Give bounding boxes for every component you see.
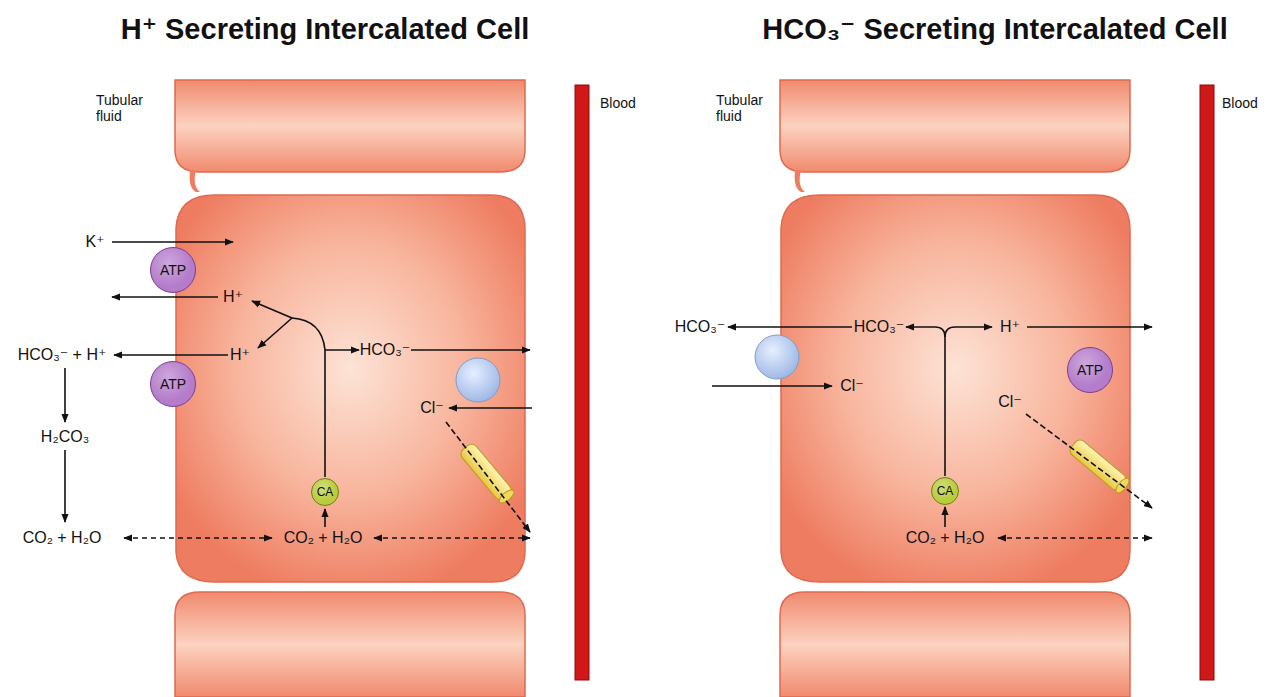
flux-arrows — [712, 327, 1152, 538]
diffusion-arrow — [124, 537, 272, 539]
reaction-arrow — [324, 509, 326, 527]
ion-label: H⁺ — [230, 346, 250, 364]
flux-arrow — [411, 349, 530, 351]
flux-arrows — [65, 242, 532, 538]
flux-arrow — [112, 296, 218, 298]
ion-label: H₂CO₃ — [41, 428, 89, 446]
neighbor-cell — [780, 80, 1130, 172]
blood-vessel — [1200, 85, 1214, 680]
exchanger-symbol — [456, 358, 500, 402]
flux-arrow — [712, 385, 832, 387]
ion-label: CO₂ + H₂O — [23, 529, 102, 547]
neighbor-cell — [175, 592, 525, 697]
carbonic-anhydrase: CA — [931, 477, 959, 505]
node-text: CA — [317, 485, 334, 499]
ion-label: CO₂ + H₂O — [284, 529, 363, 547]
region-label: Blood — [600, 95, 636, 111]
reaction-line — [944, 337, 946, 476]
ion-label: HCO₃⁻ — [675, 318, 726, 336]
cell-group — [780, 80, 1214, 697]
flux-arrow — [449, 407, 532, 409]
reaction-arrow — [944, 507, 946, 527]
node-text: ATP — [1077, 362, 1103, 378]
reaction-arrow — [252, 301, 292, 318]
carbonic-anhydrase: CA — [311, 478, 339, 506]
intercalated-cell — [781, 195, 1130, 582]
flux-arrow — [728, 326, 852, 328]
tight-junction — [795, 170, 805, 192]
panel-title: H⁺ Secreting Intercalated Cell — [121, 13, 530, 46]
flux-arrow — [114, 354, 228, 356]
flux-arrow — [64, 368, 66, 422]
neighbor-cell — [780, 592, 1130, 697]
reaction-arrow — [906, 327, 945, 337]
exchanger-symbol — [755, 335, 799, 379]
reaction-arrow — [945, 327, 992, 337]
ion-label: CO₂ + H₂O — [906, 529, 985, 547]
ion-label: Cl⁻ — [998, 393, 1022, 411]
flux-arrow — [1027, 326, 1152, 328]
ion-label: HCO₃⁻ — [360, 341, 411, 359]
intercalated-cell — [176, 195, 525, 582]
ion-label: HCO₃⁻ + H⁺ — [18, 346, 107, 364]
flux-arrow — [64, 450, 66, 522]
reaction-arrow — [258, 318, 292, 348]
tight-junction — [190, 170, 200, 192]
reaction-line — [292, 318, 325, 350]
ion-label: H⁺ — [223, 288, 243, 306]
neighbor-cell — [175, 80, 525, 172]
ion-label: Cl⁻ — [420, 399, 444, 417]
ion-label: Cl⁻ — [840, 377, 864, 395]
atp-pump: ATP — [150, 361, 196, 407]
region-label: Blood — [1222, 95, 1258, 111]
ion-label: HCO₃⁻ — [854, 318, 905, 336]
panel-title: HCO₃⁻ Secreting Intercalated Cell — [762, 13, 1227, 46]
node-text: ATP — [160, 376, 186, 392]
reaction-line — [324, 350, 326, 477]
flux-arrow — [1026, 414, 1152, 508]
chloride-channel — [459, 442, 516, 506]
node-text: CA — [937, 484, 954, 498]
region-label: Tubular fluid — [716, 92, 778, 124]
flux-arrow — [446, 422, 530, 532]
ion-label: H⁺ — [1000, 318, 1020, 336]
cell-group — [175, 80, 589, 697]
flux-arrow — [112, 241, 233, 243]
diffusion-arrow — [998, 537, 1152, 539]
reaction-arrow — [325, 349, 359, 351]
atp-pump: ATP — [150, 247, 196, 293]
ion-label: K⁺ — [85, 233, 104, 251]
region-label: Tubular fluid — [96, 92, 158, 124]
atp-pump: ATP — [1067, 347, 1113, 393]
diffusion-arrow — [374, 537, 530, 539]
node-text: ATP — [160, 262, 186, 278]
blood-vessel — [575, 85, 589, 680]
